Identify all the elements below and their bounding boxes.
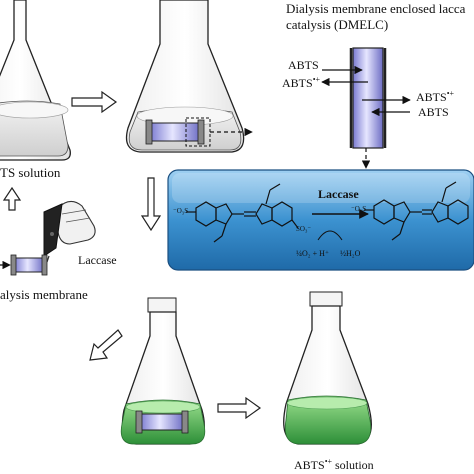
arrow-right-top <box>71 90 118 114</box>
reaction-so3-mid: SO₃⁻ <box>296 225 312 233</box>
abts-molecule-left <box>186 183 299 243</box>
arrow-right-bottom <box>217 396 262 420</box>
reaction-enzyme-label: Laccase <box>318 187 359 201</box>
label-abts-radical-sup: •+ <box>324 457 332 466</box>
flask-green-membrane <box>120 297 206 445</box>
membrane-abts-right-top: ABTS•+ <box>416 89 454 104</box>
membrane-abts-out-main: ABTS <box>282 76 313 90</box>
membrane-abts-out-sup: •+ <box>312 75 320 84</box>
label-laccase: Laccase <box>78 253 117 267</box>
label-abts-radical-solution: ABTS•+ solution <box>294 457 374 472</box>
flask-abts-radical-solution <box>283 291 372 445</box>
arrow-up-left <box>2 186 22 211</box>
reaction-panel <box>167 169 474 271</box>
membrane-zoom <box>321 47 411 169</box>
membrane-abts-out: ABTS•+ <box>282 75 320 90</box>
membrane-abts-in: ABTS <box>288 58 319 72</box>
arrow-down-panel <box>140 177 162 232</box>
reaction-h2o-label: ½H₂O <box>340 249 361 258</box>
diagram-title-line2: catalysis (DMELC) <box>286 17 389 32</box>
dialysis-tube-small <box>0 254 48 276</box>
membrane-abts-right-top-main: ABTS <box>416 90 447 104</box>
membrane-abts-right-top-sup: •+ <box>446 89 454 98</box>
label-abts-radical-main: ABTS <box>294 458 325 472</box>
hand-adding-laccase-icon <box>43 200 96 263</box>
label-abts-radical-tail: solution <box>335 458 374 472</box>
reaction-o2-label: ¼O₂ + H⁺ <box>296 249 330 258</box>
diagram-title-line1: Dialysis membrane enclosed lacca <box>286 1 466 16</box>
reaction-so3-left: ⁻O₃S <box>173 207 189 215</box>
label-dialysis-membrane: alysis membrane <box>0 287 88 302</box>
flask-abts-solution <box>0 0 71 161</box>
label-abts-solution: TS solution <box>0 165 61 180</box>
reaction-so3-right: ⁻O₃S <box>351 205 367 213</box>
membrane-abts-right-bottom: ABTS <box>418 105 449 119</box>
flask-with-membrane <box>125 0 253 153</box>
abts-molecule-right <box>364 181 469 241</box>
arrow-diagonal <box>89 329 123 361</box>
